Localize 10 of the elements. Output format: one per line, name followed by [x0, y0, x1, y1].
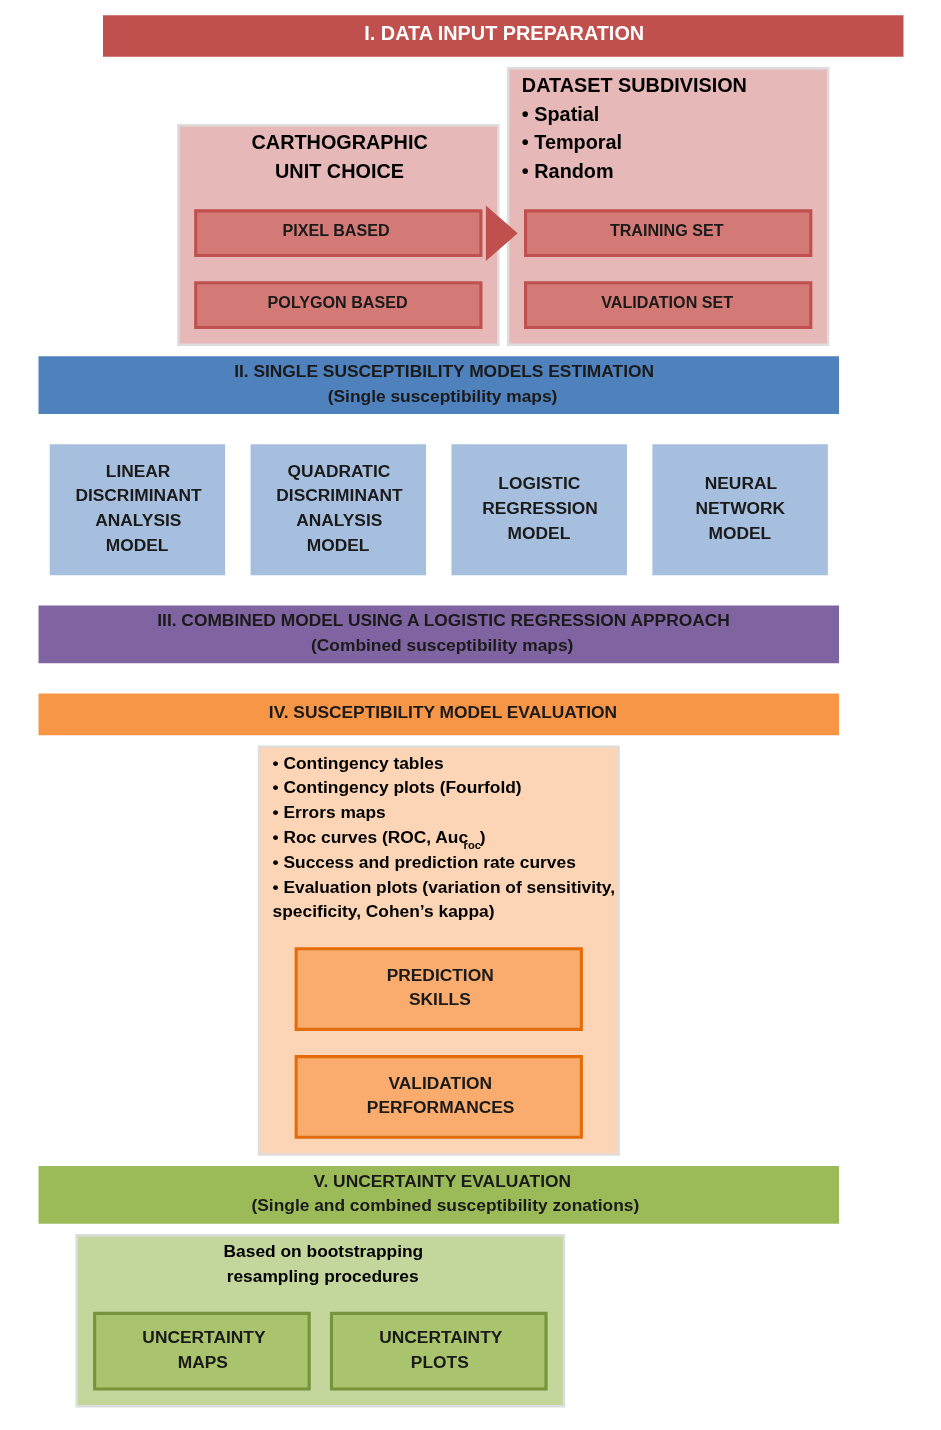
- node-box: UNCERTAINTY PLOTS: [329, 1311, 548, 1391]
- node-box: TRAINING SET: [523, 209, 812, 258]
- node-box: VALIDATION PERFORMANCES: [294, 1055, 583, 1139]
- node-box: VALIDATION SET: [523, 281, 812, 329]
- node-box: PREDICTION SKILLS: [294, 947, 583, 1031]
- node-box: PIXEL BASED: [193, 209, 482, 258]
- node-box: POLYGON BASED: [193, 281, 482, 329]
- arrow: [485, 205, 518, 261]
- node-box: LINEAR DISCRIMINANT ANALYSIS MODEL: [46, 441, 228, 579]
- node-box: UNCERTAINTY MAPS: [92, 1311, 311, 1391]
